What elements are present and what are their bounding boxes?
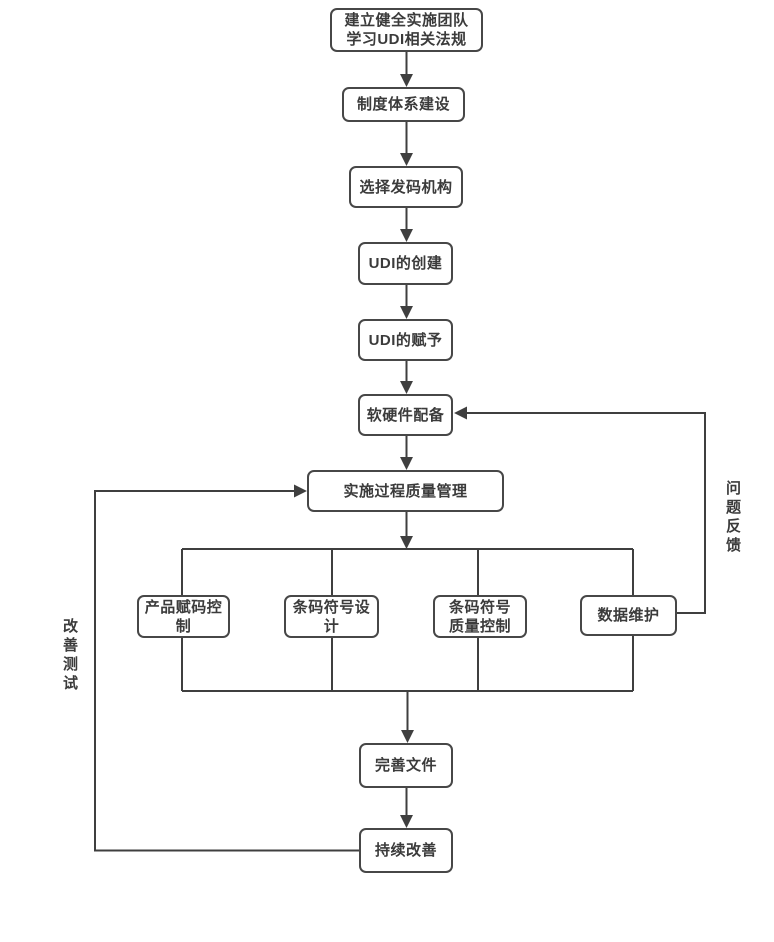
node-team-building-line1: 建立健全实施团队 [344, 12, 469, 29]
node-hardware-software: 软硬件配备 [358, 394, 453, 436]
node-udi-creation-label: UDI的创建 [368, 255, 443, 272]
node-product-coding-control-line1: 产品赋码控 [144, 598, 223, 616]
node-continuous-improvement: 持续改善 [359, 828, 453, 873]
feedback-loop-problem-feedback [454, 406, 706, 614]
node-process-quality-management: 实施过程质量管理 [307, 470, 504, 512]
node-issuing-agency-label: 选择发码机构 [359, 178, 453, 196]
node-product-coding-control: 产品赋码控 制 [137, 595, 230, 638]
node-system-construction: 制度体系建设 [342, 87, 465, 122]
node-barcode-symbol-design-line1: 条码符号设 [292, 598, 371, 616]
label-problem-feedback: 问题反馈 [724, 480, 741, 556]
node-udi-assignment-label: UDI的赋予 [368, 331, 443, 349]
node-barcode-symbol-quality-control-line2: 质量控制 [448, 617, 511, 635]
node-process-quality-management-label: 实施过程质量管理 [343, 482, 468, 500]
node-system-construction-label: 制度体系建设 [356, 96, 450, 113]
node-team-building-line2: 学习UDI相关法规 [346, 31, 467, 48]
node-barcode-symbol-quality-control: 条码符号 质量控制 [433, 595, 527, 638]
node-data-maintenance: 数据维护 [580, 595, 677, 636]
node-continuous-improvement-label: 持续改善 [374, 842, 437, 859]
node-issuing-agency: 选择发码机构 [349, 166, 463, 208]
node-team-building: 建立健全实施团队 学习UDI相关法规 [330, 8, 483, 52]
node-product-coding-control-line2: 制 [175, 617, 192, 635]
node-barcode-symbol-quality-control-line1: 条码符号 [448, 598, 511, 616]
node-hardware-software-label: 软硬件配备 [366, 406, 445, 424]
node-udi-creation: UDI的创建 [358, 242, 453, 285]
node-document-perfection-label: 完善文件 [374, 757, 437, 774]
node-barcode-symbol-design-line2: 计 [323, 617, 340, 635]
node-udi-assignment: UDI的赋予 [358, 319, 453, 361]
feedback-loop-improve-test [94, 484, 359, 852]
label-improvement-testing: 改善测试 [61, 618, 78, 694]
node-document-perfection: 完善文件 [359, 743, 453, 788]
node-barcode-symbol-design: 条码符号设 计 [284, 595, 379, 638]
node-data-maintenance-label: 数据维护 [597, 607, 660, 624]
